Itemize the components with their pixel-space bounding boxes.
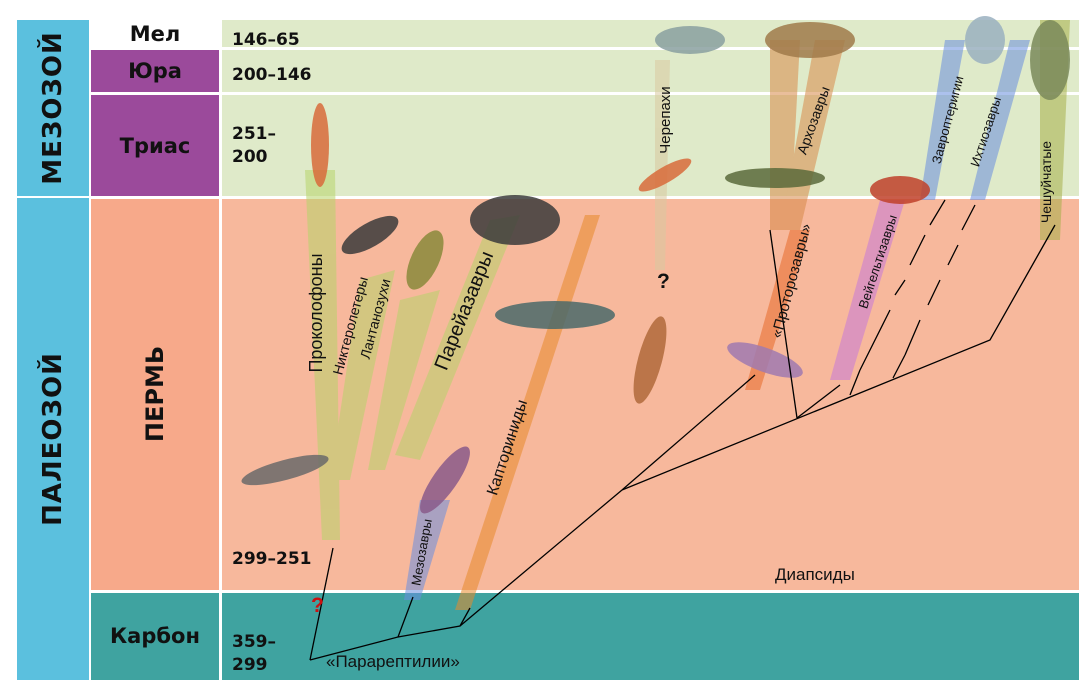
animal-procolophon xyxy=(239,449,331,492)
animal-captorhinid xyxy=(495,301,615,329)
streak-ichthyosaurs xyxy=(970,40,1030,200)
branch-weigeltisaurs xyxy=(797,385,840,418)
label-squamates: Чешуйчатые xyxy=(1038,141,1054,223)
animal-stem-diapsid xyxy=(627,313,673,406)
label-diapsids: Диапсиды xyxy=(775,565,855,584)
animal-pareiasaur xyxy=(470,195,560,245)
animal-archosauromorph xyxy=(725,168,825,188)
animal-nycteroleter xyxy=(336,209,403,262)
label-pareiasaurs: Парейазавры xyxy=(431,248,499,373)
animal-weigeltisaur xyxy=(870,176,930,204)
question-mark-red: ? xyxy=(311,594,324,617)
branch-captorhinids xyxy=(460,608,470,626)
animal-pterosaur xyxy=(655,26,725,54)
dashed-sauropterygians xyxy=(905,205,975,355)
label-parareptiles: «Парарептилии» xyxy=(326,652,460,671)
animal-marine-reptile xyxy=(965,16,1005,64)
animal-crocodylian xyxy=(765,22,855,58)
branch-sauropterygians xyxy=(893,355,905,378)
question-mark-black: ? xyxy=(657,270,670,293)
animal-triassic-lizard xyxy=(311,103,329,187)
label-turtles: Черепахи xyxy=(657,86,674,153)
animal-lanthanosuchus xyxy=(399,225,451,295)
branch-mesosaurs xyxy=(310,597,413,660)
label-procolophons: Проколофоны xyxy=(306,253,326,372)
animal-squamate xyxy=(1030,20,1070,100)
